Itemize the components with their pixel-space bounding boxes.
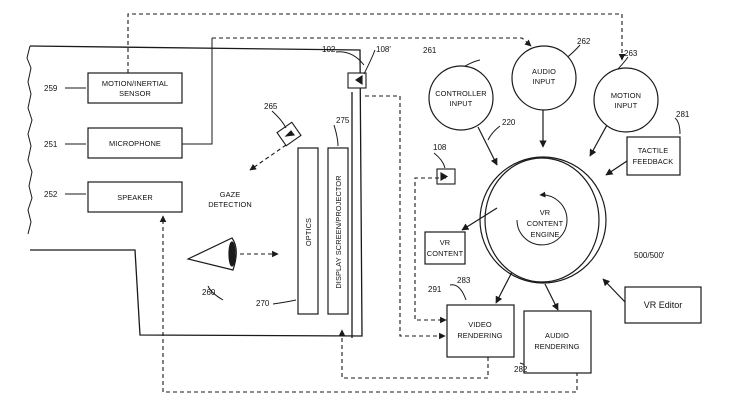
engine-label-2: CONTENT (527, 219, 564, 228)
ref-500: 500/500' (634, 251, 665, 260)
motion-sensor-box (87, 72, 183, 104)
video-rendering-label-2: RENDERING (457, 331, 502, 340)
motion-sensor-label-2: SENSOR (119, 89, 151, 98)
microphone-label: MICROPHONE (109, 139, 161, 148)
vr-editor-box (624, 286, 702, 324)
ref-281: 281 (676, 110, 690, 119)
audio-input-node (511, 45, 577, 111)
controller-input-node (428, 65, 494, 131)
ref-283: 283 (457, 276, 471, 285)
gaze-camera-lens (284, 130, 296, 137)
audio-input-label-2: INPUT (533, 77, 556, 86)
speaker-label: SPEAKER (117, 193, 153, 202)
vr-content-label-2: CONTENT (427, 249, 464, 258)
motion-input-label-2: INPUT (615, 101, 638, 110)
tactile-label-2: FEEDBACK (633, 157, 674, 166)
motion-sensor-label-1: MOTION/INERTIAL (102, 79, 168, 88)
ref-270: 270 (256, 299, 270, 308)
controller-input-label-2: INPUT (450, 99, 473, 108)
ref-291: 291 (428, 285, 442, 294)
ref-252: 252 (44, 190, 58, 199)
tactile-feedback-box (626, 136, 681, 176)
ref-260: 260 (202, 288, 216, 297)
ref-259: 259 (44, 84, 58, 93)
audio-rendering-box (523, 310, 592, 374)
eye-icon (186, 237, 237, 271)
engine-label-3: ENGINE (531, 230, 560, 239)
engine-inner-ring (484, 157, 600, 283)
vr-editor-label: VR Editor (644, 300, 683, 310)
audio-input-label-1: AUDIO (532, 67, 556, 76)
hmd-break-edge (26, 45, 33, 235)
audio-rendering-label-2: RENDERING (534, 342, 579, 351)
ref-262: 262 (577, 37, 591, 46)
controller-input-label-1: CONTROLLER (435, 89, 487, 98)
engine-label-1: VR (540, 208, 550, 217)
video-rendering-label-1: VIDEO (468, 320, 492, 329)
display-label: DISPLAY SCREEN/PROJECTOR (334, 175, 343, 288)
ref-261: 261 (423, 46, 437, 55)
gaze-label-2: DETECTION (208, 200, 252, 209)
vr-content-box (424, 231, 466, 265)
motion-input-node (593, 67, 659, 133)
video-rendering-box (446, 304, 515, 358)
hmd-outline (29, 45, 363, 337)
ref-275: 275 (336, 116, 350, 125)
ref-251: 251 (44, 140, 58, 149)
ref-220: 220 (502, 118, 516, 127)
microphone-box (87, 127, 183, 159)
ref-108-prime: 108' (376, 45, 391, 54)
ref-108: 108 (433, 143, 447, 152)
ref-265: 265 (264, 102, 278, 111)
speaker-box (87, 181, 183, 213)
ref-263: 263 (624, 49, 638, 58)
motion-input-label-1: MOTION (611, 91, 641, 100)
audio-rendering-label-1: AUDIO (545, 331, 569, 340)
tactile-label-1: TACTILE (638, 146, 669, 155)
ref-282: 282 (514, 365, 528, 374)
optics-panel (297, 147, 319, 315)
ref-102: 102 (322, 45, 336, 54)
engine-cycle-icon (516, 191, 568, 246)
optics-label: OPTICS (304, 218, 313, 246)
vr-content-label-1: VR (440, 238, 450, 247)
display-panel (327, 147, 349, 315)
gaze-label-1: GAZE (220, 190, 241, 199)
